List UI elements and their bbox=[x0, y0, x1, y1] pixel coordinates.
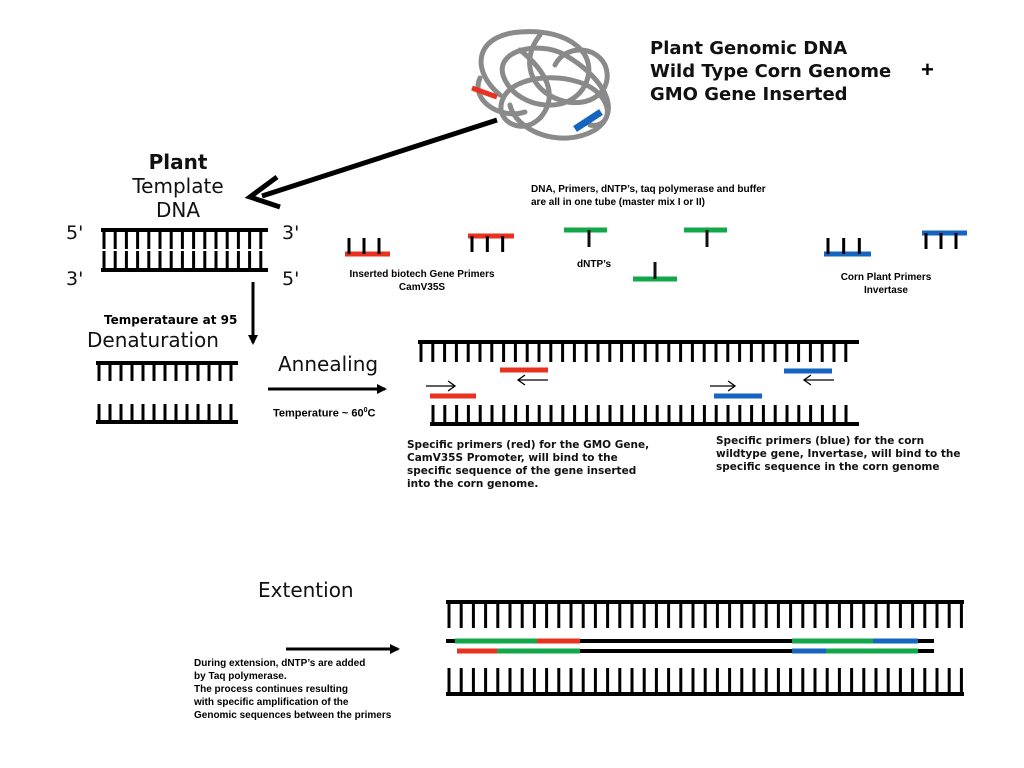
extension-line5: Genomic sequences between the primers bbox=[194, 710, 392, 721]
annealing-temp-sup: 0 bbox=[363, 407, 368, 414]
template-title: Plant Template DNA bbox=[118, 150, 238, 222]
extension-line4: with specific amplification of the bbox=[194, 697, 349, 708]
master-mix-line1: DNA, Primers, dNTP’s, taq polymerase and… bbox=[531, 184, 766, 195]
dntp-label: dNTP’s bbox=[577, 259, 612, 270]
dntp-molecules bbox=[564, 227, 727, 282]
gmo-primers-label: Inserted biotech Gene Primers CamV35S bbox=[322, 268, 522, 294]
annealing-temp: Temperature ~ 600C bbox=[273, 404, 375, 421]
template-five-prime-bottom: 5' bbox=[282, 268, 300, 290]
annealing-temp-prefix: Temperature ~ 60 bbox=[273, 407, 364, 420]
red-primer-caption: Specific primers (red) for the GMO Gene,… bbox=[407, 439, 650, 490]
template-title-line3: DNA bbox=[155, 198, 201, 222]
template-title-line2: Template bbox=[132, 174, 224, 198]
genome-to-template-arrowhead bbox=[244, 174, 281, 210]
gmo-insert-segment bbox=[471, 85, 498, 100]
denaturation-temp: Temperataure at 95 bbox=[104, 313, 238, 327]
annealing-strands bbox=[418, 340, 859, 426]
genomic-dna-title: Plant Genomic DNA Wild Type Corn Genome … bbox=[650, 37, 891, 106]
extension-line3: The process continues resulting bbox=[194, 684, 348, 695]
template-five-prime-top: 5' bbox=[66, 222, 84, 244]
corn-primers-line2: Invertase bbox=[864, 285, 908, 296]
primer-direction-arrows bbox=[426, 374, 834, 392]
master-mix-line2: are all in one tube (master mix I or II) bbox=[531, 197, 705, 208]
corn-primers-line1: Corn Plant Primers bbox=[840, 272, 932, 283]
master-mix-note: DNA, Primers, dNTP’s, taq polymerase and… bbox=[531, 183, 766, 209]
genomic-dna-tangle bbox=[475, 29, 611, 141]
annealing-temp-suffix: C bbox=[367, 407, 376, 420]
genomic-dna-line1: Plant Genomic DNA bbox=[650, 38, 848, 59]
corn-gene-segment bbox=[573, 109, 603, 132]
corn-primers-label: Corn Plant Primers Invertase bbox=[816, 271, 956, 297]
genomic-dna-line2: Wild Type Corn Genome bbox=[650, 61, 892, 82]
extension-title: Extention bbox=[258, 578, 354, 602]
extension-line1: During extension, dNTP’s are added bbox=[194, 658, 366, 669]
template-three-prime-bottom: 3' bbox=[66, 268, 84, 290]
annealing-title: Annealing bbox=[278, 352, 379, 376]
template-three-prime-top: 3' bbox=[282, 222, 300, 244]
gmo-primers-line2: CamV35S bbox=[398, 282, 446, 293]
free-primers bbox=[345, 230, 967, 257]
extension-line2: by Taq polymerase. bbox=[194, 671, 287, 682]
blue-primer-caption: Specific primers (blue) for the corn wil… bbox=[716, 435, 961, 473]
extension-note: During extension, dNTP’s are added by Ta… bbox=[194, 657, 391, 722]
denaturation-title: Denaturation bbox=[87, 328, 219, 352]
genome-to-template-arrow bbox=[261, 117, 498, 199]
extension-strands bbox=[446, 600, 964, 696]
annealed-primers bbox=[430, 367, 832, 399]
extended-products bbox=[455, 638, 918, 654]
template-dna-double-strand bbox=[101, 228, 268, 272]
genomic-dna-line3: GMO Gene Inserted bbox=[650, 84, 848, 105]
gmo-primers-line1: Inserted biotech Gene Primers bbox=[349, 269, 495, 280]
denatured-strands bbox=[96, 361, 238, 424]
template-title-line1: Plant bbox=[148, 150, 208, 174]
plus-sign: + bbox=[921, 57, 934, 82]
